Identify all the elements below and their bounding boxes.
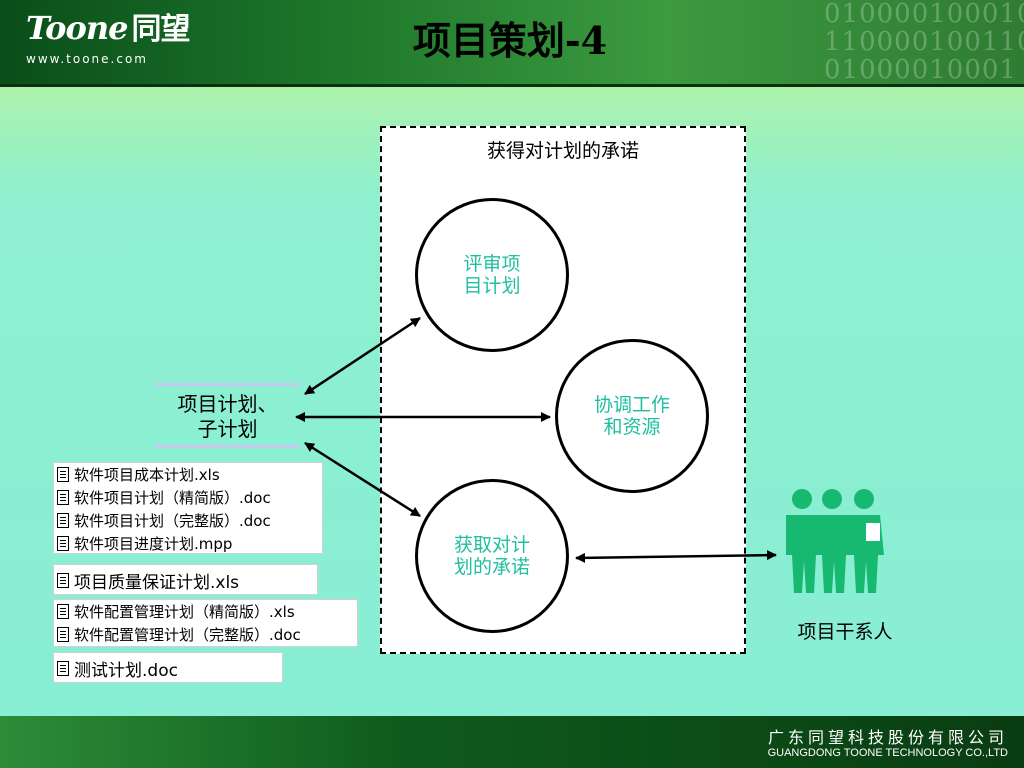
file-item[interactable]: 测试计划.doc: [54, 653, 282, 683]
document-icon: [57, 572, 69, 588]
header-decor-digits: 010000100010 110000100110 01000010001: [824, 0, 1024, 84]
file-item[interactable]: 软件项目计划（精简版）.doc: [54, 486, 322, 509]
arrow-obtain-to-stakeholders: [575, 550, 777, 563]
document-icon: [57, 513, 69, 528]
document-icon: [57, 490, 69, 505]
file-item[interactable]: 软件项目成本计划.xls: [54, 463, 322, 486]
arrow-plans-to-review: [304, 316, 421, 396]
document-icon: [57, 536, 69, 551]
project-plans-text: 项目计划、 子计划: [177, 392, 278, 441]
circle-coordinate-resources-label: 协调工作 和资源: [593, 394, 670, 438]
file-list-group-2: 项目质量保证计划.xls: [53, 564, 318, 595]
circle-obtain-commitment: 获取对计 划的承诺: [415, 479, 569, 633]
circle-coordinate-resources: 协调工作 和资源: [555, 339, 709, 493]
document-icon: [57, 467, 69, 482]
logo-url: www.toone.com: [26, 52, 148, 66]
project-plans-label: 项目计划、 子计划: [155, 383, 300, 448]
logo-mark-text: Toone: [26, 9, 128, 47]
file-item[interactable]: 软件项目计划（完整版）.doc: [54, 509, 322, 532]
file-item[interactable]: 项目质量保证计划.xls: [54, 565, 317, 595]
stakeholders-icon: [786, 489, 884, 593]
document-icon: [57, 660, 69, 676]
document-icon: [57, 604, 69, 619]
circle-review-plan-label: 评审项 目计划: [463, 253, 521, 297]
circle-obtain-commitment-label: 获取对计 划的承诺: [453, 534, 530, 578]
circle-review-plan: 评审项 目计划: [415, 198, 569, 352]
footer-bar: 广东同望科技股份有限公司 GUANGDONG TOONE TECHNOLOGY …: [0, 716, 1024, 768]
file-item[interactable]: 软件配置管理计划（精简版）.xls: [54, 600, 357, 623]
logo-cn-text: 同望: [131, 12, 190, 47]
file-list-group-3: 软件配置管理计划（精简版）.xls 软件配置管理计划（完整版）.doc: [53, 599, 358, 647]
commitment-box-title: 获得对计划的承诺: [486, 140, 639, 162]
file-list-group-1: 软件项目成本计划.xls 软件项目计划（精简版）.doc 软件项目计划（完整版）…: [53, 462, 323, 554]
file-list-group-4: 测试计划.doc: [53, 652, 283, 683]
footer-company-cn: 广东同望科技股份有限公司: [767, 728, 1008, 747]
document-icon: [57, 627, 69, 642]
footer-company-en: GUANGDONG TOONE TECHNOLOGY CO.,LTD: [767, 747, 1008, 759]
stakeholders-label: 项目干系人: [797, 621, 893, 643]
file-item[interactable]: 软件配置管理计划（完整版）.doc: [54, 623, 357, 646]
header-bar: 010000100010 110000100110 01000010001 To…: [0, 0, 1024, 87]
file-item[interactable]: 软件项目进度计划.mpp: [54, 532, 322, 555]
page-title: 项目策划-4: [412, 18, 608, 63]
arrow-plans-to-obtain: [304, 441, 421, 518]
